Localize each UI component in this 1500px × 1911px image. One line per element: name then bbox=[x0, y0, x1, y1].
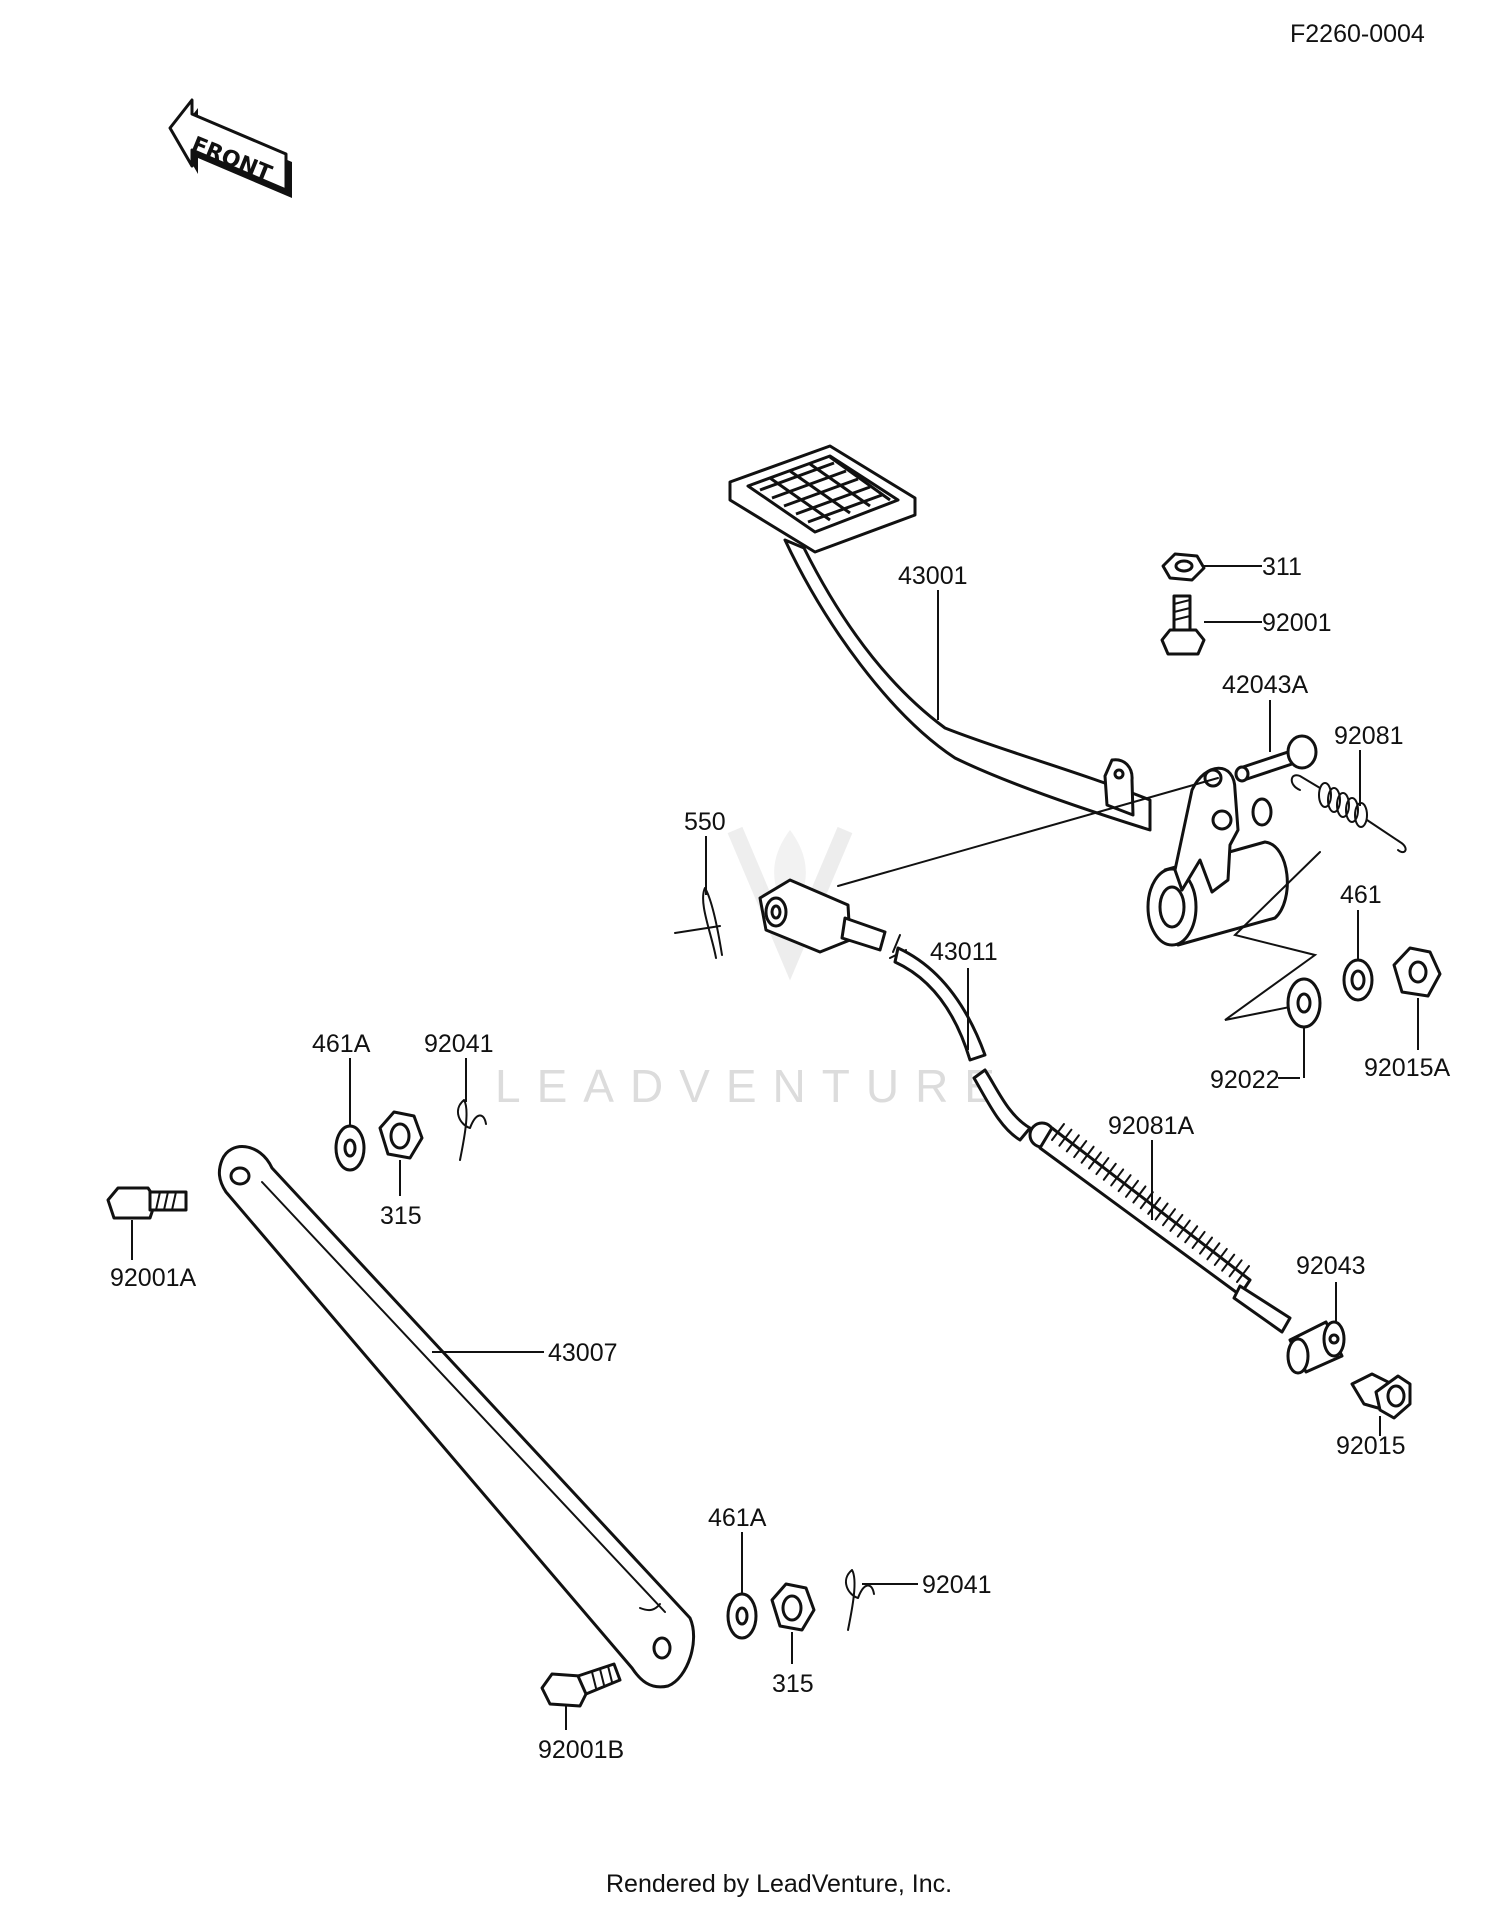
nut-92015 bbox=[1350, 1372, 1412, 1420]
bolt-92001A bbox=[106, 1186, 188, 1220]
callout-92041-bottom: 92041 bbox=[922, 1571, 992, 1599]
callout-92001: 92001 bbox=[1262, 609, 1332, 637]
brake-rod-43007 bbox=[217, 1145, 695, 1689]
bolt-92001B bbox=[540, 1662, 622, 1708]
callout-43001: 43001 bbox=[898, 562, 968, 590]
callout-92022: 92022 bbox=[1210, 1066, 1280, 1094]
clip-92041-top bbox=[456, 1099, 487, 1161]
callout-92015: 92015 bbox=[1336, 1432, 1406, 1460]
callout-550: 550 bbox=[684, 808, 726, 836]
washer-92022 bbox=[1286, 977, 1322, 1029]
washer-461 bbox=[1342, 958, 1374, 1002]
callout-461A-bottom: 461A bbox=[708, 1504, 767, 1532]
figure-id: F2260-0004 bbox=[1290, 20, 1425, 48]
clip-92041-bottom bbox=[844, 1569, 875, 1631]
rod-43011-lower bbox=[972, 1068, 1032, 1142]
washer-461A-bottom bbox=[726, 1592, 758, 1640]
callout-461A-top: 461A bbox=[312, 1030, 371, 1058]
pin-42043A bbox=[1234, 734, 1318, 783]
rod-43011 bbox=[893, 946, 987, 1062]
callout-92081: 92081 bbox=[1334, 722, 1404, 750]
callout-43011: 43011 bbox=[930, 938, 998, 966]
callout-461: 461 bbox=[1340, 881, 1382, 909]
callout-92081A: 92081A bbox=[1108, 1112, 1195, 1140]
footer-credit: Rendered by LeadVenture, Inc. bbox=[606, 1870, 952, 1898]
callout-92041-top: 92041 bbox=[424, 1030, 494, 1058]
adjuster-rod-92081A bbox=[1028, 1121, 1292, 1334]
callout-42043A: 42043A bbox=[1222, 671, 1309, 699]
nut-315-bottom bbox=[770, 1582, 816, 1632]
spring-92081 bbox=[1290, 774, 1407, 854]
bolt-92001 bbox=[1160, 594, 1206, 656]
trunnion-92043 bbox=[1286, 1320, 1346, 1375]
cotter-pin-550 bbox=[702, 887, 723, 959]
front-arrow-icon: FRONT bbox=[168, 98, 292, 198]
assembly-line bbox=[674, 777, 1219, 934]
brake-pedal-43001 bbox=[728, 444, 1289, 947]
nut-315-top bbox=[378, 1110, 424, 1160]
clevis-43011-head bbox=[758, 878, 887, 954]
callout-315-top: 315 bbox=[380, 1202, 422, 1230]
callout-labels: 311 92001 42043A 92081 43001 550 461 430… bbox=[110, 553, 1451, 1764]
callout-311: 311 bbox=[1262, 553, 1302, 581]
washer-461A-top bbox=[334, 1124, 366, 1172]
nut-92015A bbox=[1392, 946, 1442, 998]
callout-92001B: 92001B bbox=[538, 1736, 624, 1764]
nut-311 bbox=[1161, 552, 1206, 582]
watermark: LEADVENTURE bbox=[495, 1060, 1011, 1112]
callout-315-bottom: 315 bbox=[772, 1670, 814, 1698]
callout-92043: 92043 bbox=[1296, 1252, 1366, 1280]
callout-92001A: 92001A bbox=[110, 1264, 197, 1292]
callout-43007: 43007 bbox=[548, 1339, 618, 1367]
callout-92015A: 92015A bbox=[1364, 1054, 1451, 1082]
leader-lines bbox=[131, 565, 1419, 1730]
